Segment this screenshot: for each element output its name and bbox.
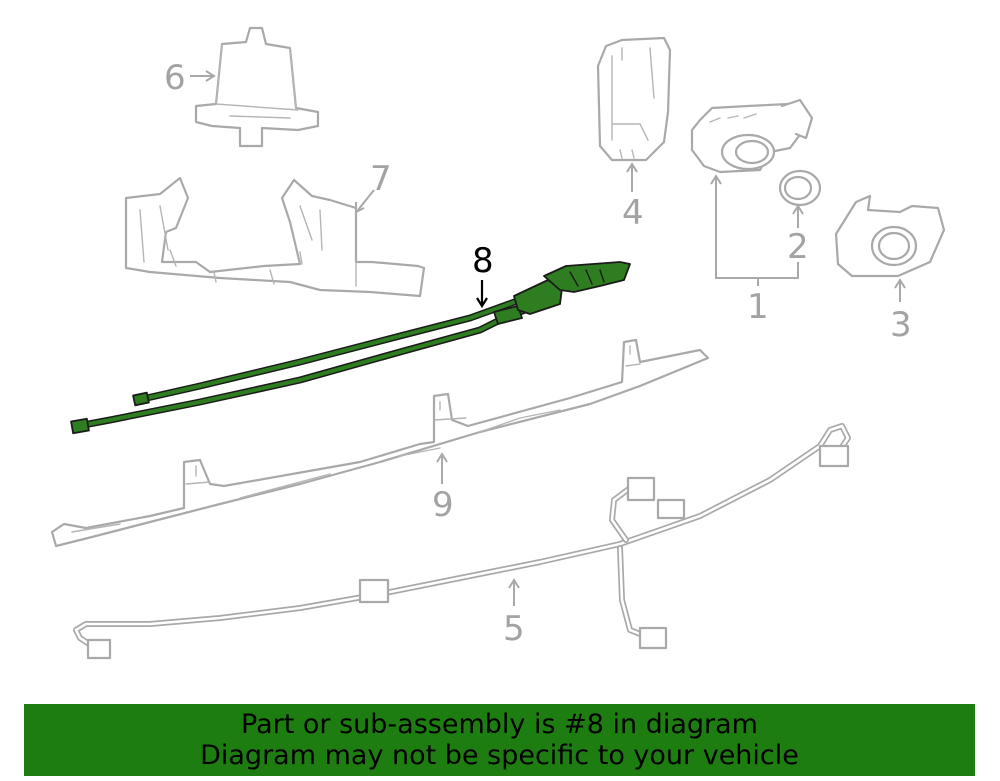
parts-diagram: 6 7 4 1 2 3 8 9 5	[50, 26, 946, 660]
part-1-sensor[interactable]	[690, 98, 814, 174]
callout-9: 9	[432, 452, 454, 525]
svg-text:6: 6	[164, 58, 186, 98]
callout-4: 4	[622, 162, 644, 233]
part-4-cover[interactable]	[596, 36, 672, 162]
callout-1: 1	[710, 174, 799, 327]
footer-line-1: Part or sub-assembly is #8 in diagram	[241, 709, 758, 740]
part-5-harness[interactable]	[73, 423, 851, 660]
callout-7: 7	[355, 159, 392, 214]
callout-3: 3	[890, 278, 912, 345]
svg-text:1: 1	[747, 287, 769, 327]
part-2-retainer[interactable]	[778, 169, 822, 207]
callout-5: 5	[503, 578, 525, 649]
callout-2: 2	[787, 204, 809, 267]
callout-6: 6	[164, 58, 216, 98]
svg-text:3: 3	[890, 305, 912, 345]
svg-text:8: 8	[472, 241, 494, 281]
svg-text:7: 7	[370, 159, 392, 199]
svg-text:9: 9	[432, 485, 454, 525]
svg-text:2: 2	[787, 227, 809, 267]
svg-text:5: 5	[503, 609, 525, 649]
callout-8: 8	[472, 241, 494, 309]
part-7-bracket[interactable]	[124, 176, 426, 298]
part-9-bracket[interactable]	[50, 338, 710, 548]
svg-text:4: 4	[622, 193, 644, 233]
part-3-bezel[interactable]	[834, 194, 946, 278]
footer-banner: Part or sub-assembly is #8 in diagram Di…	[24, 704, 975, 776]
part-8-cable[interactable]	[70, 261, 631, 435]
part-6-module[interactable]	[194, 26, 320, 148]
footer-line-2: Diagram may not be specific to your vehi…	[200, 740, 799, 771]
